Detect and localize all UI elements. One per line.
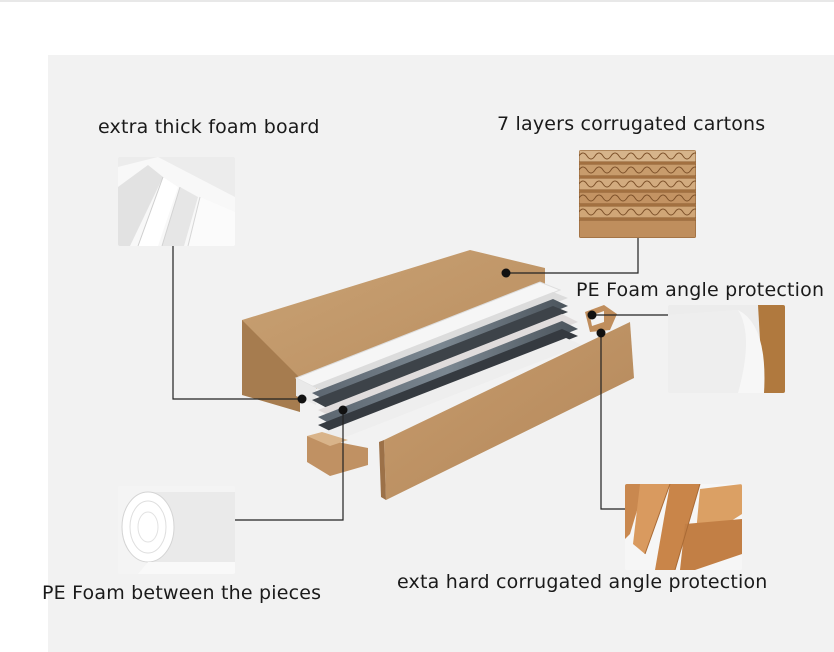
dot-corrugated: [501, 268, 511, 278]
leader-hard-angle: [600, 333, 627, 510]
top-divider: [0, 0, 834, 2]
corrugated-cartons-photo: [579, 150, 696, 238]
pe-foam-roll-photo: [118, 486, 235, 574]
leader-lines: [172, 236, 669, 521]
product-pieces: [312, 292, 582, 458]
pe-foam-angle-photo: [668, 305, 785, 393]
dot-foam-board: [297, 394, 307, 404]
corner-piece-left: [307, 432, 368, 476]
leader-corrugated: [506, 236, 639, 274]
label-hard-angle-protection: exta hard corrugated angle protection: [397, 571, 768, 593]
leader-foam-board: [172, 246, 302, 400]
label-pe-angle-protection: PE Foam angle protection: [576, 279, 825, 301]
label-pe-foam-between: PE Foam between the pieces: [42, 582, 322, 604]
hard-angle-protection-photo: [625, 484, 742, 570]
foam-board-photo: [118, 157, 235, 246]
label-foam-board: extra thick foam board: [98, 116, 320, 138]
label-corrugated-cartons: 7 layers corrugated cartons: [497, 113, 766, 135]
leader-pe-between: [234, 410, 344, 521]
dot-pe-between: [338, 405, 348, 415]
carton-strip: [379, 322, 634, 500]
callout-dots: [297, 268, 606, 415]
dot-pe-angle: [587, 310, 597, 320]
dot-hard-angle: [596, 328, 606, 338]
